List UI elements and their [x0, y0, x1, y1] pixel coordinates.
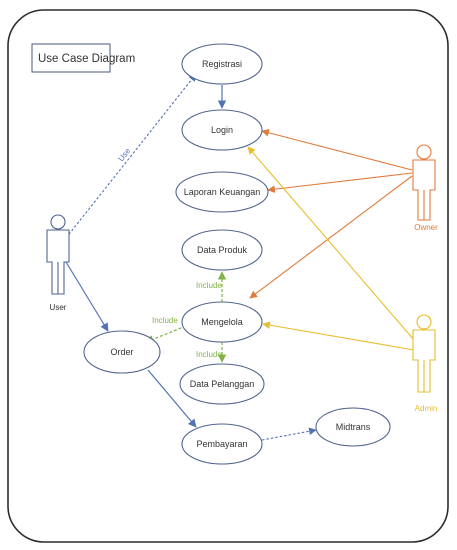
usecase-laporan-keuangan[interactable]: Laporan Keuangan [175, 171, 269, 213]
usecase-midtrans[interactable]: Midtrans [315, 407, 391, 447]
svg-text:Registrasi: Registrasi [202, 59, 242, 69]
edge-pembayaran-midtrans [261, 427, 317, 441]
actor-user-label: User [50, 303, 67, 312]
owner-head-icon [416, 144, 432, 160]
usecase-data-pelanggan[interactable]: Data Pelanggan [179, 363, 265, 405]
usecase-mengelola[interactable]: Mengelola [181, 301, 263, 343]
edge-user-order [65, 261, 109, 332]
edge-admin-mengelola [262, 321, 415, 351]
admin-head-icon [416, 314, 432, 330]
actor-owner-label: Owner [414, 223, 438, 232]
diagram-title: Use Case Diagram [38, 53, 135, 65]
actor-admin-label: Admin [415, 404, 438, 413]
edge-label-include-order: Include [152, 316, 178, 325]
svg-text:Data Produk: Data Produk [197, 245, 248, 255]
edge-admin-login [247, 146, 415, 341]
svg-text:Data Pelanggan: Data Pelanggan [190, 379, 255, 389]
svg-text:Order: Order [110, 347, 133, 357]
actor-user[interactable] [46, 214, 70, 295]
svg-text:Pembayaran: Pembayaran [196, 439, 247, 449]
actor-owner[interactable] [412, 144, 436, 221]
usecase-registrasi[interactable]: Registrasi [181, 43, 263, 85]
edge-user-registrasi [65, 73, 197, 239]
actor-admin[interactable] [412, 314, 436, 393]
diagram-frame [7, 9, 449, 543]
usecase-pembayaran[interactable]: Pembayaran [181, 423, 263, 465]
edge-label-include-produk: Include [196, 281, 222, 290]
edge-owner-login [261, 129, 413, 171]
usecase-data-produk[interactable]: Data Produk [181, 229, 263, 271]
svg-text:Laporan Keuangan: Laporan Keuangan [184, 187, 261, 197]
usecase-order[interactable]: Order [83, 330, 161, 374]
svg-text:Midtrans: Midtrans [336, 422, 371, 432]
title-box [31, 43, 111, 73]
usecase-login[interactable]: Login [181, 109, 263, 151]
svg-text:Mengelola: Mengelola [201, 317, 243, 327]
user-head-icon [50, 214, 66, 230]
svg-text:Login: Login [211, 125, 233, 135]
edge-owner-mengelola [249, 175, 413, 299]
edge-owner-laporan [267, 172, 413, 194]
edge-order-pembayaran [147, 369, 197, 428]
edge-label-include-pelanggan: Include [196, 350, 222, 359]
